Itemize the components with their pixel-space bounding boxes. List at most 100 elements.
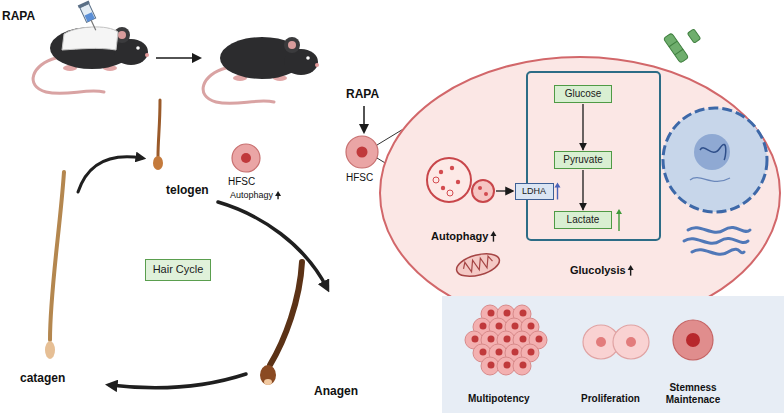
cluster-cell (504, 310, 511, 317)
cluster-cell (528, 323, 535, 330)
mouse (118, 31, 126, 39)
dividing-cells (626, 337, 636, 347)
nucleus (663, 108, 767, 212)
stem-cell (232, 144, 260, 172)
mitochondrion (462, 255, 494, 273)
stem-cell (357, 147, 368, 158)
cell-label: HFSC (346, 172, 373, 184)
cluster-cell (520, 362, 527, 369)
telogen-hair (158, 100, 160, 156)
cluster-cell (513, 357, 531, 375)
autophagosome (447, 190, 453, 196)
shaved-patch (62, 27, 118, 50)
stem-cell (232, 144, 260, 172)
anagen-hair (270, 262, 302, 365)
increase-arrow (618, 213, 619, 231)
autophagosome (439, 170, 443, 174)
cluster-cell (488, 336, 495, 343)
mouse (315, 63, 319, 67)
cluster-cell (496, 323, 503, 330)
cluster-cell (497, 357, 515, 375)
box-text: LDHA (522, 186, 546, 197)
microtubule (687, 29, 700, 43)
increase-arrow (275, 191, 281, 196)
up-arrows (275, 183, 634, 276)
flow-arrow (582, 104, 583, 150)
increase-arrow (490, 231, 496, 236)
metabolite-box: Pyruvate (554, 151, 612, 169)
syringe (78, 0, 90, 8)
cluster-cell (480, 323, 487, 330)
process-label: Glucolysis (570, 264, 626, 277)
mitochondrion (454, 250, 502, 281)
cluster-cell (472, 336, 479, 343)
mouse (33, 27, 149, 94)
increase-arrow (616, 209, 622, 214)
cycle-arrow (78, 157, 327, 388)
phase-label: catagen (20, 372, 65, 386)
autophagosome (472, 180, 494, 202)
microtubule (663, 33, 688, 63)
autophagosome (478, 186, 482, 190)
stem-cell (346, 136, 378, 168)
mouse (145, 53, 149, 57)
autophagosome (450, 166, 454, 170)
microtubule (669, 41, 677, 47)
cluster-cell (497, 357, 515, 375)
increase-arrow (490, 231, 496, 242)
leader-arrow (496, 190, 513, 191)
enzyme-box: LDHA (515, 183, 554, 200)
outcome-label: Proliferation (581, 393, 640, 405)
microtubule (675, 49, 683, 55)
cluster-cell (488, 310, 495, 317)
endoplasmic-reticulum (692, 249, 744, 254)
increase-arrow (555, 183, 561, 188)
cycle-arrow (218, 202, 327, 288)
stem-cell (241, 153, 251, 163)
endoplasmic-reticulum (684, 238, 748, 243)
glycolysis-frame (527, 72, 660, 240)
catagen-hair (45, 172, 64, 359)
increase-arrow (275, 191, 281, 199)
cell-cluster (465, 305, 547, 375)
anagen-hair (260, 262, 302, 385)
cluster-cell (496, 349, 503, 356)
phase-label: Anagen (314, 385, 358, 399)
mouse (203, 37, 319, 104)
treatment-arrow (363, 106, 365, 132)
mouse (136, 46, 140, 50)
autophagosome (427, 158, 471, 202)
cluster-cell (504, 336, 511, 343)
mouse (284, 49, 318, 75)
process-box: Hair Cycle (145, 259, 211, 281)
nucleus (700, 144, 726, 160)
telogen-hair (153, 100, 163, 170)
mouse (284, 37, 300, 53)
phase-label: telogen (166, 184, 209, 198)
endoplasmic-reticulum (684, 227, 750, 254)
syringe (78, 0, 102, 32)
cluster-cell (481, 357, 499, 375)
mouse (114, 39, 148, 65)
syringe (91, 20, 96, 30)
cycle-arrow (110, 374, 246, 388)
box-text: Lactate (567, 214, 600, 226)
microtubule (687, 29, 700, 43)
stem-cell (686, 333, 700, 347)
cluster-cell (481, 357, 499, 375)
cell-outline (380, 57, 780, 329)
cluster-cell (536, 336, 543, 343)
dividing-cells (596, 337, 606, 347)
cluster-cell (512, 349, 519, 356)
anagen-hair (264, 379, 272, 385)
syringe (85, 12, 95, 22)
cluster-cell (504, 362, 511, 369)
outcome-label: Stemness Maintenace (658, 382, 728, 405)
mitochondrion (454, 250, 502, 281)
stem-cell (673, 320, 713, 360)
autophagosome (427, 158, 494, 202)
nucleus (663, 108, 767, 212)
